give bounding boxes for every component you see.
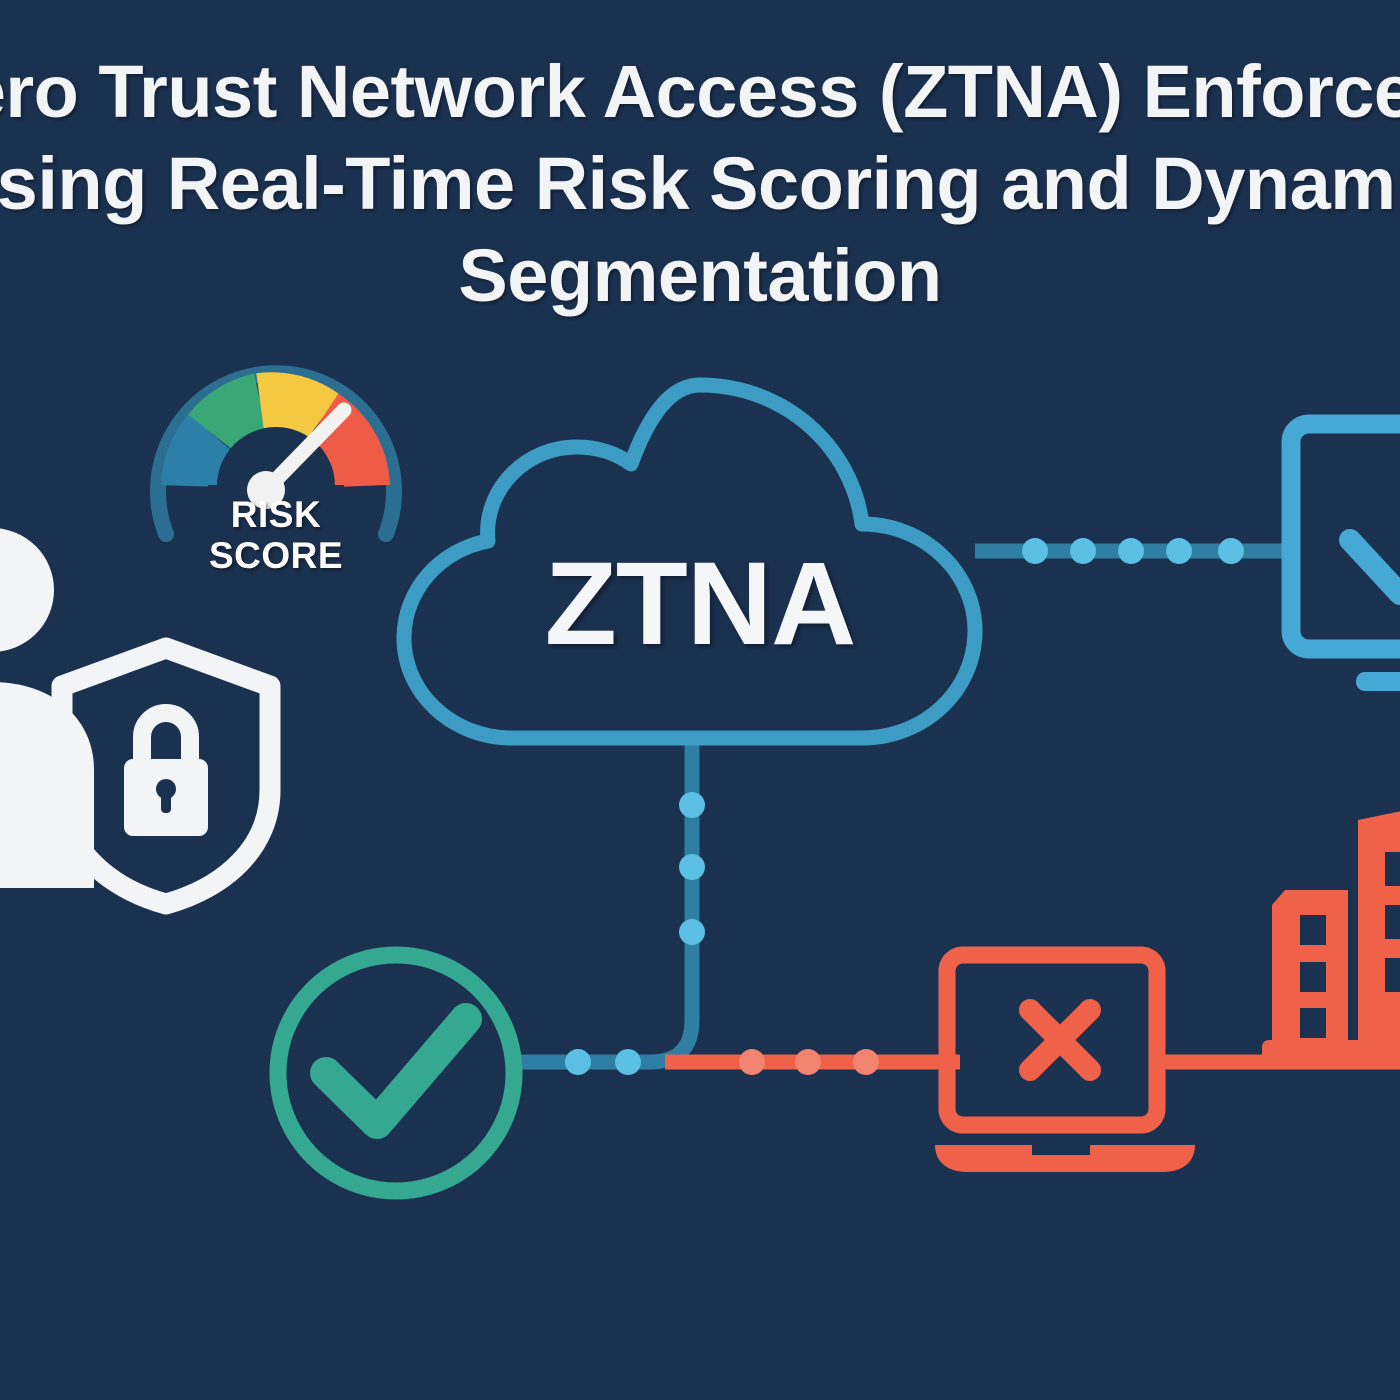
risk-score-label-line2: SCORE <box>208 535 344 576</box>
gauge-icon <box>150 365 402 542</box>
shield-lock-icon[interactable] <box>51 637 281 915</box>
gauge-needle <box>247 402 352 509</box>
connector-cloud-to-trusted-device <box>975 538 1300 564</box>
cloud-icon <box>396 377 983 746</box>
risk-score-label: RISK SCORE <box>148 494 404 576</box>
check-circle-icon <box>269 946 523 1200</box>
laptop-check-icon <box>1281 414 1400 691</box>
cloud-label: ZTNA <box>544 538 857 670</box>
laptop-x-icon <box>935 946 1195 1172</box>
connector-allow-to-blocked-device <box>665 1049 960 1075</box>
risk-score-label-line1: RISK <box>230 494 322 535</box>
connector-cloud-to-allow-check <box>520 735 705 1075</box>
office-building-icon <box>1262 811 1400 1062</box>
